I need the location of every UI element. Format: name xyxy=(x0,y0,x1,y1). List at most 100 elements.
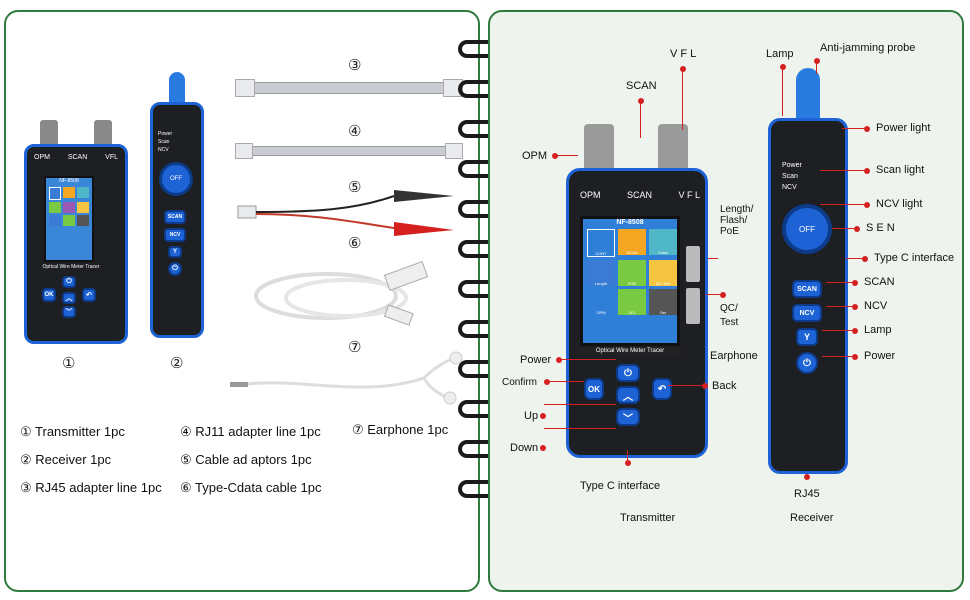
power-callout: Power xyxy=(520,354,552,366)
earphone-callout: Earphone xyxy=(710,350,758,362)
rj45-cable-image xyxy=(235,79,463,97)
up-button[interactable]: ︿ xyxy=(616,386,640,404)
screen-cell: Flash xyxy=(649,229,677,255)
dial[interactable]: OFF xyxy=(159,162,193,196)
accessory-number: ⑥ xyxy=(348,235,362,252)
screen-cell: Length xyxy=(587,260,615,286)
screen-cell: POE xyxy=(618,260,646,286)
usb-typec-cable-image xyxy=(254,261,429,326)
device-vfl-label: V F L xyxy=(678,190,700,200)
scan-light-callout: Scan light xyxy=(876,164,925,176)
earphone-image xyxy=(230,351,463,405)
list-item: ③ RJ45 adapter line 1pc xyxy=(20,480,162,495)
receiver-scan-button[interactable]: SCAN xyxy=(792,280,822,298)
screen-footer: Optical Wire Meter Tracer xyxy=(42,264,100,270)
scan-light-label: Scan xyxy=(158,139,170,145)
length-callout: Length/ Flash/ PoE xyxy=(720,204,754,237)
back-button[interactable]: ↶ xyxy=(652,378,672,400)
accessories-panel: OPM SCAN VFL NF-8508 Optical Wire Meter … xyxy=(4,10,480,592)
device-scan-label: SCAN xyxy=(626,190,652,200)
screen-title: NF-8508 xyxy=(59,178,79,184)
scan-label: SCAN xyxy=(67,154,88,161)
ncv-button-label: NCV xyxy=(799,309,815,317)
lamp-top-callout: Lamp xyxy=(766,48,794,60)
receiver-image: Power Scan NCV OFF SCAN NCV Y ⏻ xyxy=(144,72,210,342)
screen-cell: QC Test xyxy=(649,260,677,286)
accessory-number: ⑤ xyxy=(348,179,362,196)
list-item: ⑤ Cable ad aptors 1pc xyxy=(180,452,312,467)
scan-button-label: SCAN xyxy=(167,214,183,220)
dial-label: OFF xyxy=(799,224,815,234)
power-btn-callout: Power xyxy=(864,350,896,362)
screen-cell: SCAN xyxy=(618,229,646,255)
receiver-ncv-button[interactable]: NCV xyxy=(792,304,822,322)
list-item: ⑥ Type-Cdata cable 1pc xyxy=(180,480,322,495)
receiver-power-button[interactable]: ⏻ xyxy=(796,352,818,374)
ncv-light-label: NCV xyxy=(782,184,797,191)
opm-label: OPM xyxy=(34,154,50,161)
transmitter-device: OPM SCAN V F L NF-8508 CONT SCAN Flash L… xyxy=(562,120,710,460)
lamp-button-label: Y xyxy=(172,249,177,255)
list-item: ① Transmitter 1pc xyxy=(20,424,125,439)
receiver-ncv-button[interactable]: NCV xyxy=(164,228,186,242)
receiver-device: Power Scan NCV OFF SCAN NCV Y ⏻ xyxy=(762,68,852,478)
dial[interactable]: OFF xyxy=(782,204,832,254)
up-button[interactable]: ︿ xyxy=(62,292,76,304)
device-opm-label: OPM xyxy=(580,190,601,200)
screen-cell: Set xyxy=(649,289,677,315)
ncv-light-callout: NCV light xyxy=(876,198,923,210)
scan-callout: SCAN xyxy=(626,80,657,92)
screen-cell: CONT xyxy=(587,229,615,257)
scan-light-label: Scan xyxy=(782,173,798,180)
receiver-power-button[interactable]: ⏻ xyxy=(168,262,182,276)
ok-button[interactable]: OK xyxy=(584,378,604,400)
confirm-callout: Confirm xyxy=(502,377,538,388)
ncv-light-label: NCV xyxy=(158,147,169,153)
list-item: ④ RJ11 adapter line 1pc xyxy=(180,424,321,439)
qc-callout: QC/ Test xyxy=(720,303,739,328)
power-button[interactable]: ⏻ xyxy=(616,364,640,382)
rj11-cable-image xyxy=(235,143,463,159)
opm-callout: OPM xyxy=(522,150,548,162)
power-light-callout: Power light xyxy=(876,122,931,134)
back-button[interactable]: ↶ xyxy=(82,288,96,302)
up-callout: Up xyxy=(524,410,539,422)
receiver-lamp-button[interactable]: Y xyxy=(796,328,818,346)
lamp-btn-callout: Lamp xyxy=(864,324,892,336)
down-button[interactable]: ﹀ xyxy=(62,306,76,318)
screen-title: NF-8508 xyxy=(616,219,644,226)
down-button[interactable]: ﹀ xyxy=(616,408,640,426)
receiver-lamp-button[interactable]: Y xyxy=(168,246,182,258)
device-screen: NF-8508 CONT SCAN Flash Length POE QC Te… xyxy=(580,216,680,346)
list-item: ② Receiver 1pc xyxy=(20,452,112,467)
ok-button[interactable]: OK xyxy=(42,288,56,302)
dial-label: OFF xyxy=(170,176,182,182)
sen-callout: S E N xyxy=(866,222,895,234)
vfl-label: VFL xyxy=(105,154,118,161)
scan-btn-callout: SCAN xyxy=(864,276,895,288)
screen-cell: VFL xyxy=(618,289,646,315)
typec-callout: Type C interface xyxy=(580,480,661,492)
transmitter-image: OPM SCAN VFL NF-8508 Optical Wire Meter … xyxy=(20,120,132,348)
vfl-callout: V F L xyxy=(670,48,697,60)
typec2-callout: Type C interface xyxy=(874,252,955,264)
receiver-caption: Receiver xyxy=(790,512,834,524)
transmitter-number: ① xyxy=(62,355,76,372)
back-callout: Back xyxy=(712,380,737,392)
ncv-button-label: NCV xyxy=(169,232,181,238)
screen-footer: Optical Wire Meter Tracer xyxy=(578,348,682,354)
clip-adapter-image xyxy=(237,190,454,236)
list-item: ⑦ Earphone 1pc xyxy=(352,422,449,437)
power-light-label: Power xyxy=(782,162,802,169)
receiver-number: ② xyxy=(170,355,184,372)
rj45-callout: RJ45 xyxy=(794,488,820,500)
power-light-label: Power xyxy=(158,131,173,137)
transmitter-caption: Transmitter xyxy=(620,512,676,524)
power-button[interactable]: ⏻ xyxy=(62,276,76,288)
down-callout: Down xyxy=(510,442,539,454)
accessory-number: ④ xyxy=(348,123,362,140)
receiver-scan-button[interactable]: SCAN xyxy=(164,210,186,224)
scan-button-label: SCAN xyxy=(797,285,817,293)
diagram-panel: OPM SCAN V F L NF-8508 CONT SCAN Flash L… xyxy=(488,10,964,592)
screen-cell: OPM xyxy=(587,289,615,315)
